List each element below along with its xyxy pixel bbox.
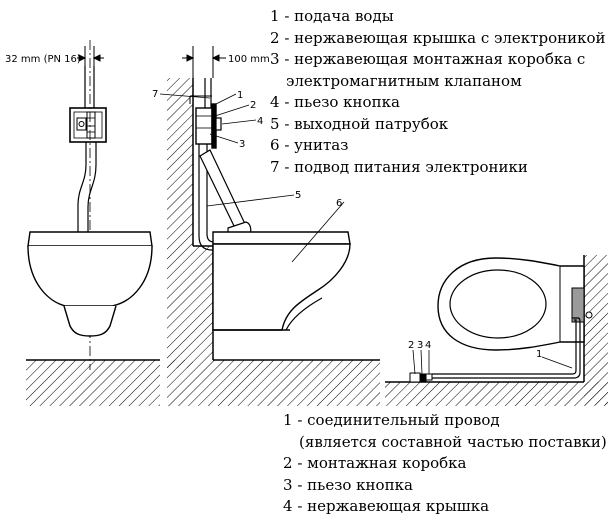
legend-item: 3 - пьезо кнопка <box>283 475 413 494</box>
toilet-front <box>27 231 153 337</box>
legend-item: 5 - выходной патрубок <box>270 114 449 133</box>
callout-1: 1 <box>237 90 243 101</box>
flush-pipe-side <box>199 149 252 239</box>
mounting-box-front <box>69 107 107 143</box>
callout-leaders-side <box>159 93 345 263</box>
floor-front <box>26 359 160 406</box>
valve-box-side <box>189 95 222 149</box>
floor-side <box>167 359 380 406</box>
dimension-label-32mm: 32 mm (PN 16) <box>5 54 81 65</box>
callout-floor-1: 1 <box>536 349 542 360</box>
callout-5: 5 <box>295 190 301 201</box>
front-view: 32 mm (PN 16) <box>5 40 160 406</box>
toilet-top <box>437 257 585 351</box>
outlet-pipe-front <box>77 142 97 232</box>
legend-item: 2 - монтажная коробка <box>283 454 467 472</box>
legend-item: 4 - нержавеющая крышка <box>283 497 490 515</box>
callout-7: 7 <box>152 89 158 100</box>
toilet-side <box>212 231 351 331</box>
legend-item-continuation: (является составной частью поставки) <box>299 432 607 451</box>
legend-item: 7 - подвод питания электроники <box>270 157 528 176</box>
callout-3: 3 <box>239 139 245 150</box>
dimension-100mm <box>182 46 226 78</box>
supply-pipe-front <box>84 66 95 108</box>
callout-2: 2 <box>250 100 256 111</box>
dimension-32mm <box>77 46 104 70</box>
callout-leaders-floor <box>412 349 573 375</box>
legend-item: 6 - унитаз <box>270 136 349 154</box>
callout-numbers-floor: 2 3 4 1 <box>408 340 542 360</box>
legend-item: 3 - нержавеющая монтажная коробка с <box>270 50 586 68</box>
legend-item: 4 - пьезо кнопка <box>270 93 400 111</box>
callout-floor-2: 2 <box>408 340 414 351</box>
connecting-cable <box>432 317 581 379</box>
legend-top: 1 - подача воды 2 - нержавеющая крышка с… <box>270 6 606 178</box>
mounting-box-wall <box>571 287 593 323</box>
supply-pipe-side <box>204 78 212 108</box>
callout-floor-3: 3 <box>417 340 423 351</box>
side-view: 100 mm <box>152 46 380 406</box>
callout-numbers-side: 7 1 2 4 3 5 6 <box>152 89 342 209</box>
floor-view: 2 3 4 1 <box>385 255 608 406</box>
floor-bottom <box>385 381 608 406</box>
piezo-button-floor <box>409 372 433 383</box>
legend-item: 2 - нержавеющая крышка с электроникой <box>270 28 606 47</box>
callout-6: 6 <box>336 198 342 209</box>
dimension-label-100mm: 100 mm <box>228 54 270 65</box>
legend-bottom: 1 - соединительный провод (является сост… <box>283 410 607 518</box>
wall-side <box>167 78 214 368</box>
legend-item: 1 - подача воды <box>270 7 394 25</box>
legend-item-continuation: электромагнитным клапаном <box>286 71 522 90</box>
legend-item: 1 - соединительный провод <box>283 411 500 429</box>
callout-4: 4 <box>257 116 263 127</box>
callout-floor-4: 4 <box>425 340 431 351</box>
